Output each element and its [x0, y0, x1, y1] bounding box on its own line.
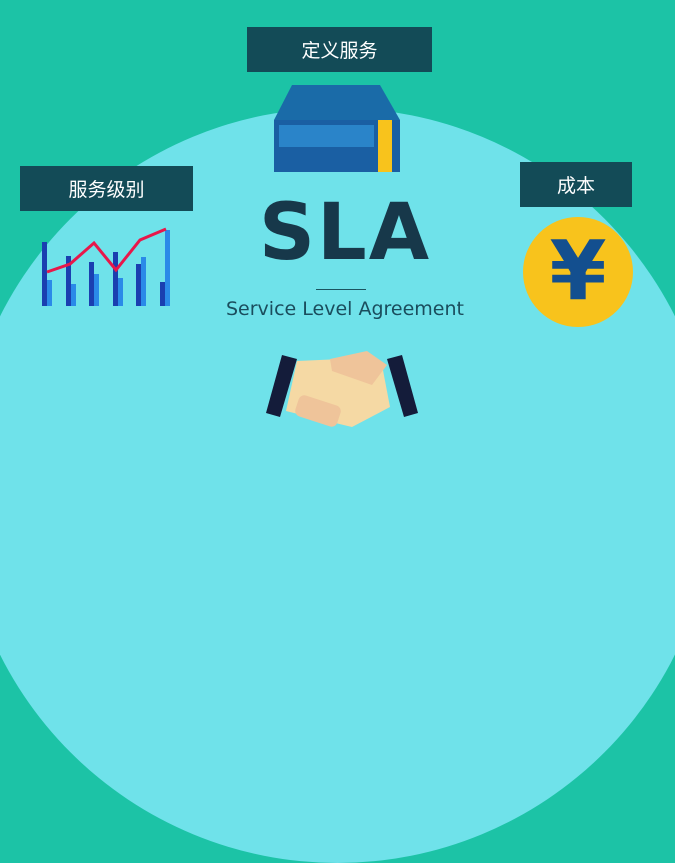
sla-subtitle: Service Level Agreement [226, 298, 464, 320]
yen-symbol: ¥ [549, 224, 607, 319]
service-level-label: 服务级别 [20, 166, 193, 211]
define-service-text: 定义服务 [301, 40, 378, 62]
yen-coin-icon: ¥ [523, 217, 633, 327]
define-service-label: 定义服务 [247, 27, 432, 72]
divider [316, 289, 366, 290]
bar-line-chart-icon [38, 222, 173, 311]
handshake-icon [262, 345, 422, 439]
cost-label: 成本 [520, 162, 632, 207]
sla-title: SLA [258, 188, 432, 278]
service-level-text: 服务级别 [68, 179, 145, 201]
cost-text: 成本 [556, 175, 595, 197]
server-icon [274, 85, 406, 179]
